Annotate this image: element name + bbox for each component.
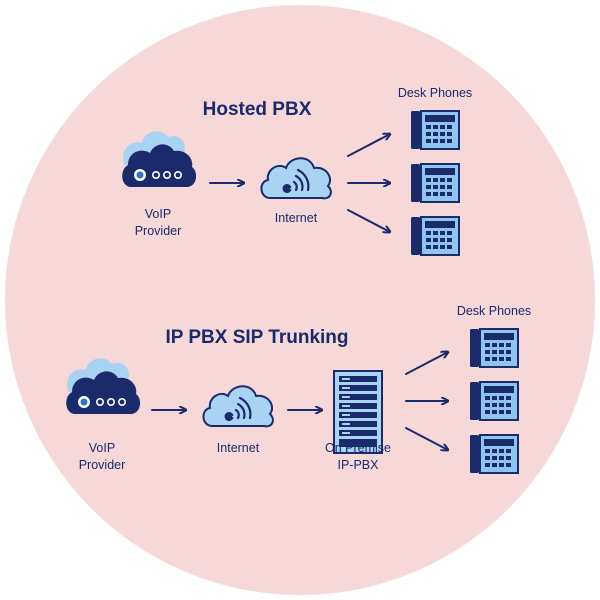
hosted-pbx-title: Hosted PBX [203,99,312,120]
desk-phone-icon [410,216,460,256]
trunking-provider-label-line1: VoIP [89,441,115,455]
sip-trunking-title: IP PBX SIP Trunking [165,327,348,348]
trunking-arrow-phone-3 [405,427,448,450]
hosted-provider-label-line2: Provider [135,224,182,238]
hosted-arrow-phone-1 [347,134,390,157]
desk-phone-icon [469,328,519,368]
trunking-pbx-label-line2: IP-PBX [338,458,380,472]
desk-phone-icon [410,163,460,203]
hosted-provider-label-line1: VoIP [145,207,171,221]
trunking-desk-phones-label: Desk Phones [457,304,531,318]
hosted-internet-label: Internet [275,211,318,225]
trunking-pbx-label-line1: On Premise [325,441,391,455]
background-circle [5,5,595,595]
trunking-arrow-phone-1 [405,352,448,375]
hosted-desk-phones-label: Desk Phones [398,86,472,100]
trunking-provider-label-line2: Provider [79,458,126,472]
desk-phone-icon [469,434,519,474]
hosted-arrow-phone-3 [347,209,390,232]
trunking-internet-label: Internet [217,441,260,455]
desk-phone-icon [410,110,460,150]
desk-phone-icon [469,381,519,421]
